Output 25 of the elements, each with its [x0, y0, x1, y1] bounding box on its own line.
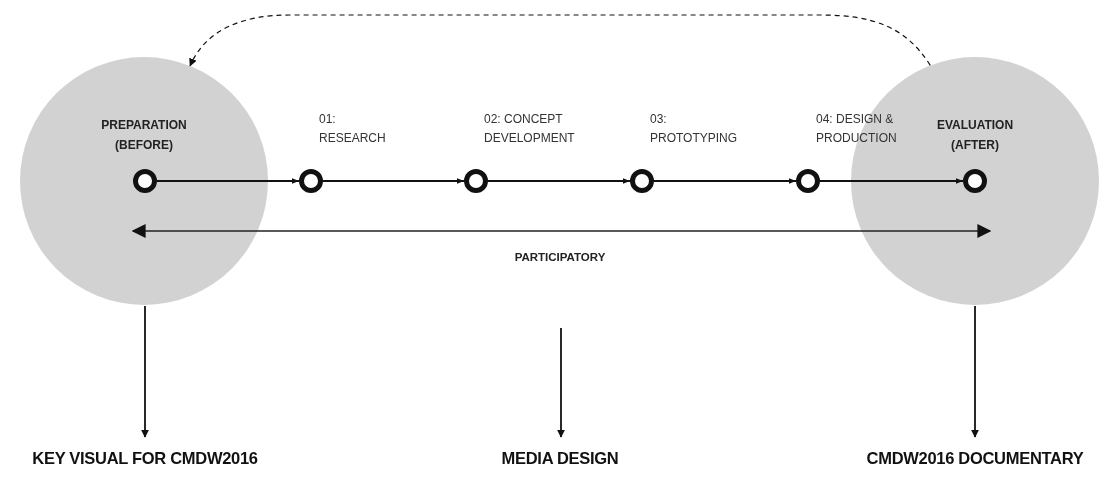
- arrow: [487, 178, 631, 184]
- output-label: MEDIA DESIGN: [501, 449, 619, 468]
- step-ring: [963, 169, 987, 193]
- step-label: 04: DESIGN & PRODUCTION: [816, 111, 896, 147]
- arrow: [653, 178, 797, 184]
- step-label: 02: CONCEPT DEVELOPMENT: [484, 111, 574, 147]
- step-ring: [630, 169, 654, 193]
- axis-label: PARTICIPATORY: [514, 251, 606, 263]
- arrow: [557, 327, 565, 438]
- step-ring: [464, 169, 488, 193]
- arrow: [819, 178, 964, 184]
- phase-title: EVALUATION (AFTER): [935, 117, 1015, 154]
- dashed-arrow: [189, 14, 931, 67]
- arrow: [322, 178, 465, 184]
- step-ring: [299, 169, 323, 193]
- step-ring: [796, 169, 820, 193]
- output-label: CMDW2016 DOCUMENTARY: [866, 449, 1084, 468]
- arrow: [971, 305, 979, 438]
- arrow: [156, 178, 300, 184]
- step-label: 01: RESEARCH: [319, 111, 387, 147]
- arrow: [141, 305, 149, 438]
- step-ring: [133, 169, 157, 193]
- output-label: KEY VISUAL FOR CMDW2016: [32, 449, 258, 468]
- step-label: 03: PROTOTYPING: [650, 111, 739, 147]
- phase-title: PREPARATION (BEFORE): [100, 117, 188, 154]
